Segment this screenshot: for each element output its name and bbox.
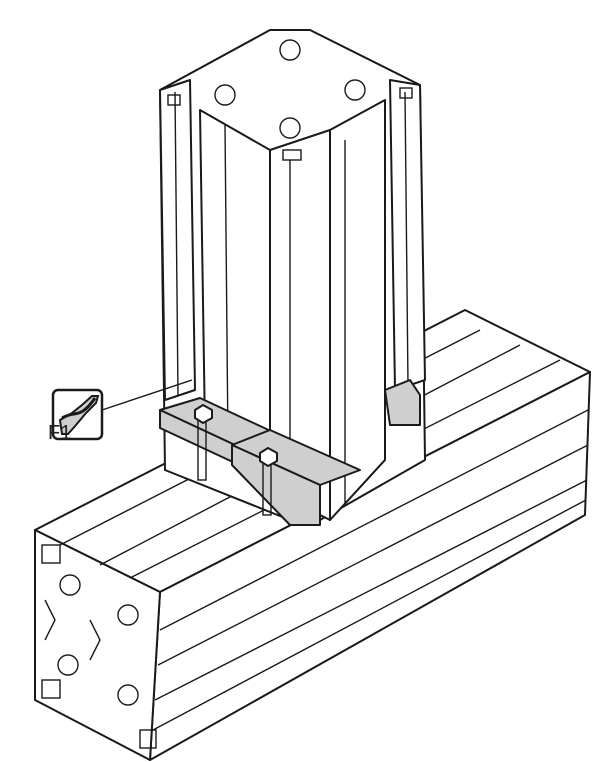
connector-plates <box>159 379 421 526</box>
drill-bit-icon <box>51 388 104 441</box>
callout-leader <box>101 379 193 411</box>
callout-label: F1 <box>48 422 72 444</box>
profile-end-face <box>41 544 157 749</box>
hex-nut <box>194 404 278 467</box>
vertical-profile-column <box>159 29 426 521</box>
